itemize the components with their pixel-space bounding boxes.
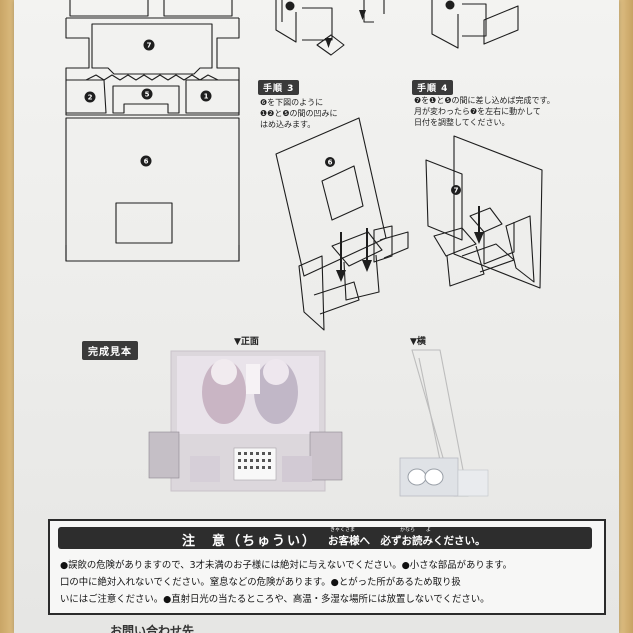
step3-line-2: ❶❷と❺の間の凹みに <box>260 109 338 118</box>
warning-line-1: ●誤飲の危険がありますので、3才未満のお子様には絶対に与えないでください。●小さ… <box>60 560 512 571</box>
step1-2-diagrams <box>275 0 519 56</box>
part-label-6: 6 <box>144 158 149 166</box>
step4-diagram <box>425 135 543 289</box>
step3-line-3: はめ込みます。 <box>260 120 316 129</box>
step3-diagram <box>275 117 409 331</box>
parts-layout-diagram <box>65 0 240 262</box>
warning-header: 注 意（ちゅうい） お客様へ 必ずお読みください。 きゃくさま かなら よ <box>58 527 592 549</box>
warning-box: 注 意（ちゅうい） お客様へ 必ずお読みください。 きゃくさま かなら よ ●誤… <box>48 519 606 615</box>
warning-subtitle: お客様へ 必ずお読みください。 <box>328 535 486 547</box>
part-label-5: 5 <box>145 91 150 99</box>
part-markers <box>84 0 461 195</box>
step3-line-1: ❻を下図のように <box>260 98 324 107</box>
footer-text: お問い合わせ先 <box>110 624 195 633</box>
completed-badge: 完成見本 <box>82 341 138 360</box>
side-view-base <box>399 457 489 497</box>
step4-badge: 手順 4 <box>412 80 454 95</box>
line-art: 7 2 5 1 6 6 7 <box>65 0 543 539</box>
front-view-label: ▼正面 <box>234 337 259 347</box>
instruction-sheet: 7 2 5 1 6 6 7 <box>14 0 619 633</box>
step3-badge: 手順 3 <box>258 80 300 95</box>
step4-line-1: ❼を❶と❺の間に差し込めば完成です。 <box>414 96 555 105</box>
part-label-2: 2 <box>88 94 93 102</box>
warning-title: 注 意（ちゅうい） <box>182 534 318 549</box>
step3-part-label: 6 <box>328 159 333 167</box>
warning-line-3: いにはご注意ください。●直射日光の当たるところや、高温・多湿な場所には放置しない… <box>60 594 490 605</box>
part-label-1: 1 <box>204 93 209 101</box>
step4-line-3: 日付を調整してください。 <box>414 118 510 127</box>
warning-line-2: 口の中に絶対入れないでください。窒息などの危険があります。●とがった所があるため… <box>60 577 461 588</box>
step4-line-2: 月が変わったら❼を左右に動かして <box>414 107 541 116</box>
step4-part-label: 7 <box>454 187 459 195</box>
furigana-1: きゃくさま <box>330 527 356 533</box>
furigana-3: よ <box>426 527 432 533</box>
front-view-image <box>148 350 343 492</box>
furigana-2: かなら <box>400 527 416 533</box>
part-label-7: 7 <box>147 42 152 50</box>
side-view-label: ▼横 <box>410 337 426 347</box>
